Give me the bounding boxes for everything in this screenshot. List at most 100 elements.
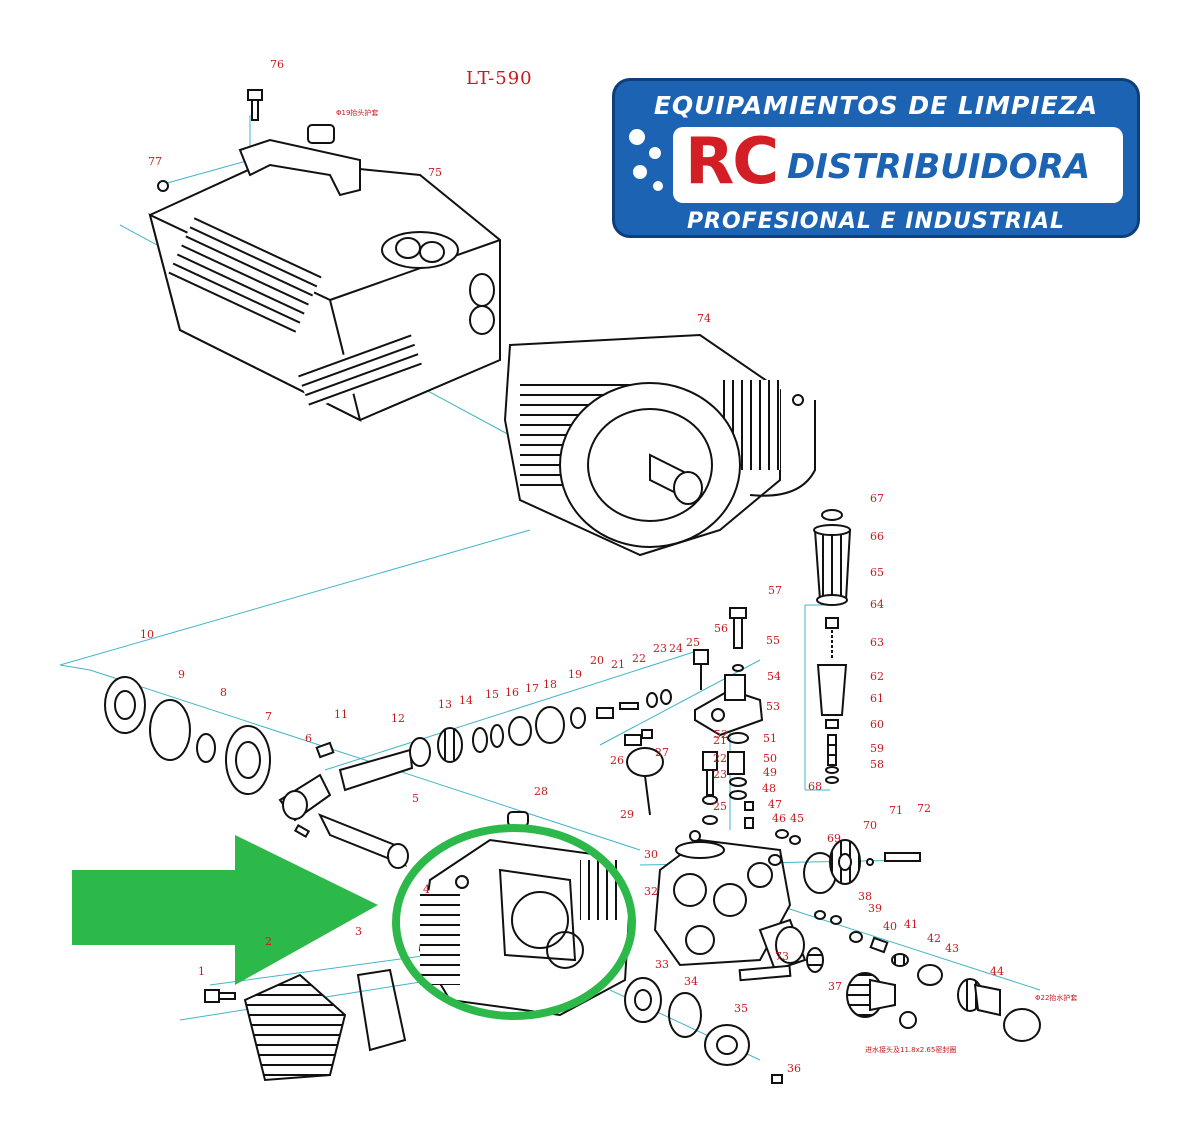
part-number-label: 56 xyxy=(714,622,728,635)
part-number-label: 57 xyxy=(768,584,782,597)
part-number-label: 13 xyxy=(438,698,452,711)
cap-right-label: Φ22抬水护套 xyxy=(1035,993,1077,1002)
logo-top-line: EQUIPAMIENTOS DE LIMPIEZA xyxy=(653,91,1099,120)
part-number-label: 58 xyxy=(870,758,884,771)
part-number-label: 28 xyxy=(534,785,548,798)
model-title: LT-590 xyxy=(466,68,533,89)
part-number-label: 68 xyxy=(808,780,822,793)
inlet-label: 进水接头及11.8x2.65密封圈 xyxy=(865,1045,956,1054)
bubble-icon xyxy=(649,147,661,159)
logo-band xyxy=(673,127,1123,203)
assembly-lines xyxy=(59,115,1041,1061)
part-number-label: 9 xyxy=(178,668,185,681)
part-number-label: 34 xyxy=(684,975,698,988)
part-number-label: 53 xyxy=(766,700,780,713)
motor xyxy=(503,333,816,557)
bubble-icon xyxy=(653,181,663,191)
part-number-label: 74 xyxy=(697,312,711,325)
logo-bottom-line: PROFESIONAL E INDUSTRIAL xyxy=(686,209,1066,234)
crankshaft-parts xyxy=(104,676,414,869)
highlight-circle xyxy=(392,824,636,1020)
part-number-label: 37 xyxy=(828,980,842,993)
cap-top-label: Φ19抬头护套 xyxy=(336,108,378,117)
part-number-label: 47 xyxy=(768,798,782,811)
part-number-label: 38 xyxy=(858,890,872,903)
unloader-block xyxy=(694,674,764,737)
part-number-label: 65 xyxy=(870,566,884,579)
part-number-label: 27 xyxy=(655,746,669,759)
part-number-label: 77 xyxy=(148,155,162,168)
rear-cover xyxy=(204,968,407,1082)
part-number-label: 35 xyxy=(734,1002,748,1015)
part-number-label: 49 xyxy=(763,766,777,779)
part-number-label: 69 xyxy=(827,832,841,845)
part-number-label: 22 xyxy=(713,752,727,765)
part-number-label: 75 xyxy=(428,166,442,179)
part-number-label: 71 xyxy=(889,804,903,817)
part-number-label: 60 xyxy=(870,718,884,731)
part-number-label: 8 xyxy=(220,686,227,699)
part-number-label: 18 xyxy=(543,678,557,691)
part-number-label: 32 xyxy=(644,885,658,898)
part-number-label: 67 xyxy=(870,492,884,505)
part-number-label: 16 xyxy=(505,686,519,699)
part-number-label: 52 xyxy=(714,728,728,741)
pump-head xyxy=(653,838,807,972)
part-number-label: 23 xyxy=(713,768,727,781)
part-number-label: 44 xyxy=(990,965,1004,978)
part-number-label: 42 xyxy=(927,932,941,945)
part-number-label: 22 xyxy=(632,652,646,665)
part-number-label: 72 xyxy=(917,802,931,815)
part-number-label: 64 xyxy=(870,598,884,611)
part-number-label: 21 xyxy=(611,658,625,671)
part-number-label: 14 xyxy=(459,694,473,707)
logo-brand: RC xyxy=(685,125,779,199)
part-number-label: 30 xyxy=(644,848,658,861)
part-number-label: 19 xyxy=(568,668,582,681)
part-number-label: 63 xyxy=(870,636,884,649)
part-number-label: 66 xyxy=(870,530,884,543)
part-number-label: 45 xyxy=(790,812,804,825)
cap-ring-part xyxy=(307,124,335,144)
part-number-label: 76 xyxy=(270,58,284,71)
highlight-markers xyxy=(72,824,636,1020)
valve-parts xyxy=(507,607,789,842)
part-number-label: 25 xyxy=(713,800,727,813)
bubble-icon xyxy=(629,129,645,145)
part-number-label: 51 xyxy=(763,732,777,745)
part-number-label: 46 xyxy=(772,812,786,825)
part-number-label: 33 xyxy=(655,958,669,971)
part-number-label: 55 xyxy=(766,634,780,647)
part-number-label: 6 xyxy=(305,732,312,745)
part-number-label: 29 xyxy=(620,808,634,821)
part-number-label: 40 xyxy=(883,920,897,933)
part-number-label: 62 xyxy=(870,670,884,683)
part-number-label: 4 xyxy=(423,883,430,896)
part-number-label: 12 xyxy=(391,712,405,725)
green-arrow-icon xyxy=(72,835,378,985)
part-number-label: 20 xyxy=(590,654,604,667)
machine-housing xyxy=(148,138,501,422)
piston-seal-stack xyxy=(409,689,672,767)
part-number-label: 21 xyxy=(713,734,727,747)
part-number-label: 17 xyxy=(525,682,539,695)
part-number-label: 5 xyxy=(412,792,419,805)
part-number-label: 50 xyxy=(763,752,777,765)
part-number-label: 41 xyxy=(904,918,918,931)
part-number-label: 48 xyxy=(762,782,776,795)
valve-tower xyxy=(813,509,852,784)
part-number-label: 11 xyxy=(334,708,348,721)
part-number-label: 3 xyxy=(355,925,362,938)
part-number-label: 23 xyxy=(653,642,667,655)
part-number-label: 73 xyxy=(775,950,789,963)
bubble-icon xyxy=(633,165,647,179)
part-number-label: 54 xyxy=(767,670,781,683)
part-number-label: 70 xyxy=(863,819,877,832)
brand-logo: EQUIPAMIENTOS DE LIMPIEZA RC DISTRIBUIDO… xyxy=(612,78,1140,238)
part-number-label: 2 xyxy=(265,935,272,948)
fittings xyxy=(624,835,1041,1084)
part-number-label: 15 xyxy=(485,688,499,701)
part-number-label: 25 xyxy=(686,636,700,649)
